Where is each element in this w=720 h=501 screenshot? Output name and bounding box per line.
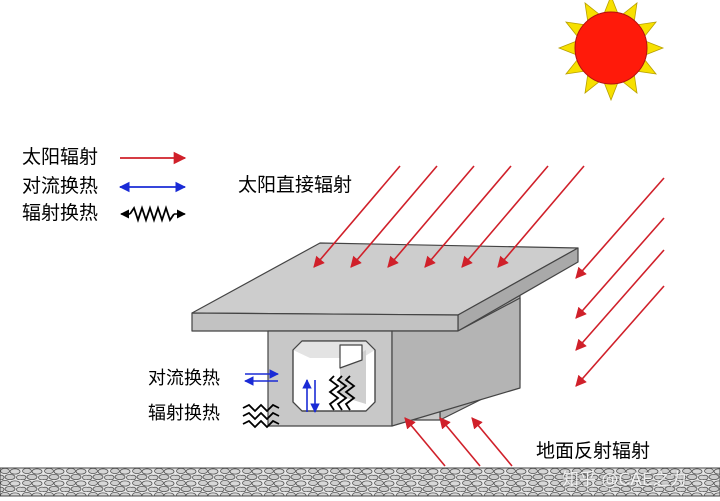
inner-convection-label: 对流换热 (148, 368, 220, 389)
direct-solar-arrow (461, 165, 549, 268)
legend-radiation-arrow (120, 205, 186, 223)
ground-reflection-label: 地面反射辐射 (536, 440, 651, 462)
legend-convection-label: 对流换热 (22, 175, 99, 197)
ground-reflection-arrow (471, 417, 513, 467)
legend-solar-label: 太阳辐射 (22, 146, 99, 168)
direct-solar-arrow (350, 165, 438, 268)
exterior-convection-arrows (244, 369, 279, 386)
side-solar-arrow (575, 285, 665, 387)
direct-solar-label: 太阳直接辐射 (238, 174, 353, 196)
ground-gravel (0, 467, 720, 497)
side-solar-arrow (575, 177, 665, 279)
side-solar-arrows (575, 177, 665, 387)
direct-solar-arrow (387, 165, 475, 268)
ground-reflection-arrow (404, 417, 446, 467)
box-girder (191, 242, 579, 427)
watermark: 知乎 @CAE之力 (562, 470, 687, 490)
side-solar-arrow (575, 217, 665, 319)
legend-radiation-label: 辐射换热 (22, 202, 99, 224)
ground-reflection-arrows (404, 417, 513, 467)
inner-radiation-label: 辐射换热 (148, 403, 220, 424)
interior-convection-arrows (302, 379, 320, 413)
side-solar-arrow (575, 249, 665, 351)
ground-reflection-arrow (439, 417, 481, 467)
interior-radiation-arrows (328, 375, 356, 411)
direct-solar-arrow (424, 165, 512, 268)
sun-icon (557, 0, 665, 102)
direct-solar-arrow (313, 165, 401, 268)
direct-solar-arrow (497, 165, 585, 268)
direct-solar-arrows (313, 165, 585, 268)
exterior-radiation-arrows (242, 403, 280, 429)
